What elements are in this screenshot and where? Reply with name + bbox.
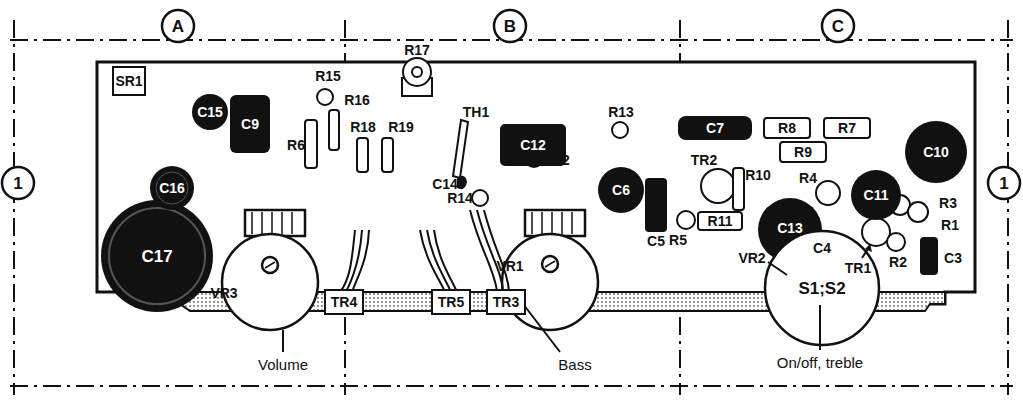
component-label: R18 <box>350 120 376 134</box>
component-label: C16 <box>159 181 185 195</box>
grid-reference: A <box>172 18 184 35</box>
component-label: R12 <box>544 153 570 167</box>
component-label: R9 <box>794 145 812 159</box>
component-label: C6 <box>612 183 630 197</box>
grid-reference: 1 <box>13 175 22 192</box>
control-name: On/off, treble <box>777 355 863 370</box>
component-label: R13 <box>608 105 634 119</box>
component-label: R5 <box>669 233 687 247</box>
control-name: Bass <box>558 357 591 372</box>
grid-reference: C <box>832 18 844 35</box>
component-label: C15 <box>197 105 223 119</box>
component-label: R17 <box>404 43 430 57</box>
component-label: C3 <box>944 251 962 265</box>
component-label: VR2 <box>738 251 765 265</box>
component-label: C5 <box>647 234 665 248</box>
component-label: C17 <box>141 248 172 265</box>
component-label: R6 <box>287 138 305 152</box>
component-label: TR5 <box>438 295 464 309</box>
component-label: R19 <box>388 120 414 134</box>
control-name: Volume <box>258 357 308 372</box>
component-label: R7 <box>838 121 856 135</box>
component-label: R1 <box>941 218 959 232</box>
component-label: R3 <box>939 196 957 210</box>
component-label: R2 <box>889 255 907 269</box>
component-label: VR3 <box>210 286 237 300</box>
component-label: SR1 <box>115 74 142 88</box>
component-label: R8 <box>778 121 796 135</box>
component-label: TR4 <box>331 295 357 309</box>
component-label: R11 <box>708 214 733 228</box>
component-label: R15 <box>315 69 341 83</box>
component-label: R4 <box>799 171 817 185</box>
grid-reference: B <box>504 18 516 35</box>
component-label: C10 <box>923 145 949 159</box>
component-label: TR3 <box>493 295 519 309</box>
component-label: C11 <box>864 188 889 202</box>
component-label: TR2 <box>691 153 717 167</box>
component-label: C13 <box>777 221 803 235</box>
grid-reference: 1 <box>999 175 1008 192</box>
component-label: TR1 <box>845 261 871 275</box>
component-label: TH1 <box>463 105 489 119</box>
component-label: C14 <box>432 177 458 191</box>
component-label: S1;S2 <box>798 280 845 297</box>
component-label: VR1 <box>496 259 523 273</box>
component-label: C12 <box>520 138 546 152</box>
component-label: R14 <box>447 191 473 205</box>
component-label: C7 <box>706 121 724 135</box>
component-label: R16 <box>344 93 370 107</box>
component-label: C9 <box>241 117 259 131</box>
component-label: R10 <box>745 168 771 182</box>
component-label: C4 <box>813 241 831 255</box>
